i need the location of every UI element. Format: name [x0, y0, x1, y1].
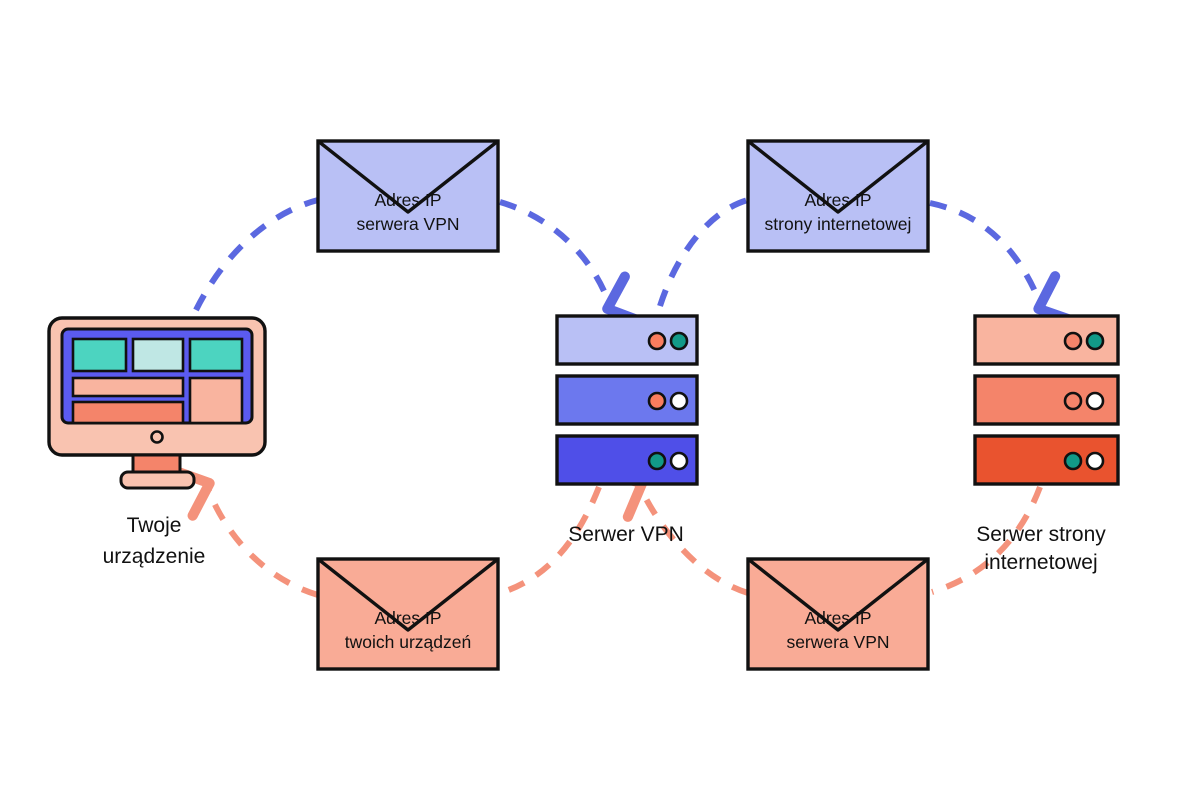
- envelope-text-line-2: serwera VPN: [786, 632, 889, 652]
- website-server-stack: [973, 314, 1120, 486]
- web-rack-2-led-white: [1085, 391, 1105, 411]
- monitor-power-indicator: [150, 430, 164, 444]
- envelope-flap: [746, 557, 930, 632]
- node-labels-layer: Twoje urządzenie Serwer VPN Serwer stron…: [103, 514, 1107, 574]
- envelope-vpn-server-ip-outbound: Adres IP serwera VPN: [316, 139, 500, 253]
- web-rack-1-led-teal: [1085, 331, 1105, 351]
- envelope-flap: [746, 139, 930, 214]
- vpn-server-stack: [555, 314, 699, 486]
- envelope-text-line-1: Adres IP: [804, 608, 871, 628]
- arrow-envelope-to-device: [170, 465, 319, 598]
- envelope-text-line-2: serwera VPN: [356, 214, 459, 234]
- website-server-label-line-2: internetowej: [984, 551, 1097, 574]
- envelope-body: [746, 139, 930, 253]
- web-rack-3-led-teal: [1063, 451, 1083, 471]
- device-label-line-2: urządzenie: [103, 545, 206, 568]
- screen-tile-bar-light: [71, 376, 185, 398]
- envelope-device-ip-return: Adres IP twoich urządzeń: [316, 557, 500, 671]
- web-rack-3-led-white: [1085, 451, 1105, 471]
- website-server-label-line-1: Serwer strony: [976, 523, 1106, 546]
- screen-tile-teal-1: [71, 337, 128, 373]
- screen-tile-block: [188, 376, 244, 425]
- vpn-rack-1: [555, 314, 699, 366]
- vpn-rack-2-led-white: [669, 391, 689, 411]
- vpn-rack-2-led-orange: [647, 391, 667, 411]
- vpn-rack-3-led-white: [669, 451, 689, 471]
- web-rack-2-led-orange: [1063, 391, 1083, 411]
- envelope-text-line-2: strony internetowej: [765, 214, 912, 234]
- envelope-text-line-1: Adres IP: [374, 608, 441, 628]
- web-rack-1-led-orange: [1063, 331, 1083, 351]
- envelope-body: [316, 139, 500, 253]
- vpn-rack-3-led-teal: [647, 451, 667, 471]
- arrow-envelope-to-vpn: [499, 199, 647, 327]
- vpn-server-label: Serwer VPN: [568, 523, 684, 546]
- screen-tile-teal-2: [188, 337, 244, 373]
- device-label-line-1: Twoje: [127, 514, 182, 537]
- vpn-rack-3: [555, 434, 699, 486]
- envelope-flap: [316, 139, 500, 214]
- screen-tile-pale-teal: [131, 337, 185, 373]
- envelope-flap: [316, 557, 500, 632]
- envelope-text-line-1: Adres IP: [804, 190, 871, 210]
- arrow-vpn-to-envelope-return: [499, 485, 602, 596]
- monitor-stand-base: [119, 470, 196, 490]
- arrow-website-to-envelope: [931, 485, 1043, 595]
- envelope-text-line-2: twoich urządzeń: [345, 632, 471, 652]
- screen-tile-bar-dark: [71, 400, 185, 425]
- envelope-body: [746, 557, 930, 671]
- arrow-device-to-vpn: [193, 197, 319, 312]
- envelope-body: [316, 557, 500, 671]
- vpn-rack-1-led-orange: [647, 331, 667, 351]
- envelope-text-line-1: Adres IP: [374, 190, 441, 210]
- arrow-vpn-to-envelope: [657, 197, 749, 307]
- envelope-website-ip-outbound: Adres IP strony internetowej: [746, 139, 930, 253]
- arrow-envelope-to-website: [929, 200, 1079, 326]
- arrow-envelope-to-vpn-return: [601, 468, 749, 596]
- envelope-vpn-server-ip-return: Adres IP serwera VPN: [746, 557, 930, 671]
- flow-arrows-layer: [170, 197, 1079, 598]
- vpn-rack-1-led-teal: [669, 331, 689, 351]
- device-monitor-icon: [47, 316, 267, 490]
